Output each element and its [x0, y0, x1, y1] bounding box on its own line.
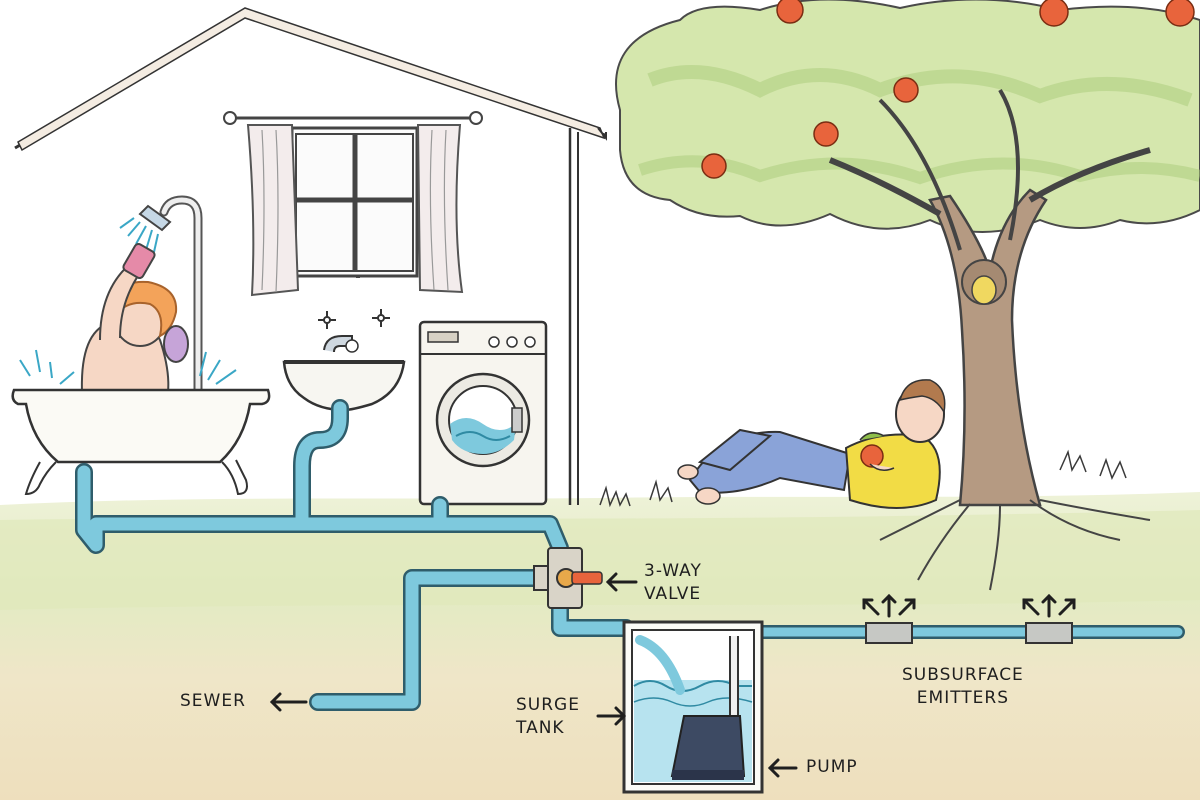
grass-tufts: [599, 449, 1127, 508]
valve-label-line1: 3-WAY: [644, 561, 702, 581]
sink: [282, 309, 406, 412]
sewer-label-text: SEWER: [180, 691, 246, 711]
apples: [701, 0, 1195, 179]
person-bathing: [80, 242, 189, 393]
three-way-valve: [533, 547, 603, 609]
pump-label-text: PUMP: [806, 757, 858, 777]
leader-arrows: [269, 572, 798, 778]
pump-label: PUMP: [806, 756, 858, 779]
emitters-label-line1: SUBSURFACE: [902, 665, 1024, 685]
subsurface-emitters: [865, 622, 1073, 644]
washing-machine: [418, 320, 548, 506]
valve-label: 3-WAY VALVE: [644, 560, 702, 606]
valve-label-line2: VALVE: [644, 584, 702, 604]
window: [223, 111, 483, 297]
emitters-label: SUBSURFACE EMITTERS: [902, 664, 1024, 710]
bathtub: [11, 349, 271, 496]
surge-tank-label-line1: SURGE: [516, 695, 580, 715]
emitter-arrows: [862, 593, 1076, 618]
shower: [119, 195, 203, 395]
fruit-tree: [615, 0, 1200, 591]
pump: [670, 715, 746, 780]
grass-band: [0, 510, 1200, 610]
surge-tank-label: SURGE TANK: [516, 694, 580, 740]
graywater-pipes: [75, 399, 1185, 711]
person-reclining: [677, 379, 946, 509]
emitters-label-line2: EMITTERS: [916, 688, 1010, 708]
house: [14, 7, 607, 505]
sewer-label: SEWER: [180, 690, 246, 713]
surge-tank-label-line2: TANK: [516, 718, 565, 738]
